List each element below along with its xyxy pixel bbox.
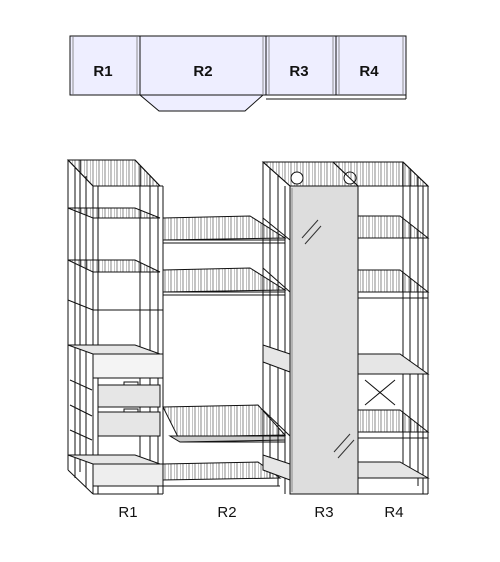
mirror-door	[289, 185, 359, 495]
front-label-r4: R4	[384, 504, 403, 521]
plan-view: R1 R2 R3 R4	[69, 35, 407, 112]
plan-label-r2: R2	[193, 63, 212, 80]
plan-module-r4	[335, 35, 407, 96]
hanger-knob-left	[290, 171, 304, 185]
drawer-1	[97, 384, 161, 408]
front-label-r2: R2	[217, 504, 236, 521]
tower-r1	[66, 159, 164, 495]
tower-r4	[331, 161, 430, 495]
bridge-r2	[162, 215, 287, 487]
plan-label-r4: R4	[359, 63, 379, 80]
drawer-2	[97, 411, 161, 437]
plan-label-r1: R1	[93, 63, 112, 80]
plan-r2-extension	[138, 94, 265, 112]
plan-label-r3: R3	[289, 63, 308, 80]
front-label-r1: R1	[118, 504, 137, 521]
front-view	[66, 159, 430, 495]
plan-module-r3	[265, 35, 337, 96]
front-label-r3: R3	[314, 504, 333, 521]
plan-module-r1	[69, 35, 141, 96]
tower-r3	[261, 161, 360, 495]
front-labels: R1 R2 R3 R4	[118, 504, 403, 521]
plan-module-r2	[139, 35, 267, 96]
